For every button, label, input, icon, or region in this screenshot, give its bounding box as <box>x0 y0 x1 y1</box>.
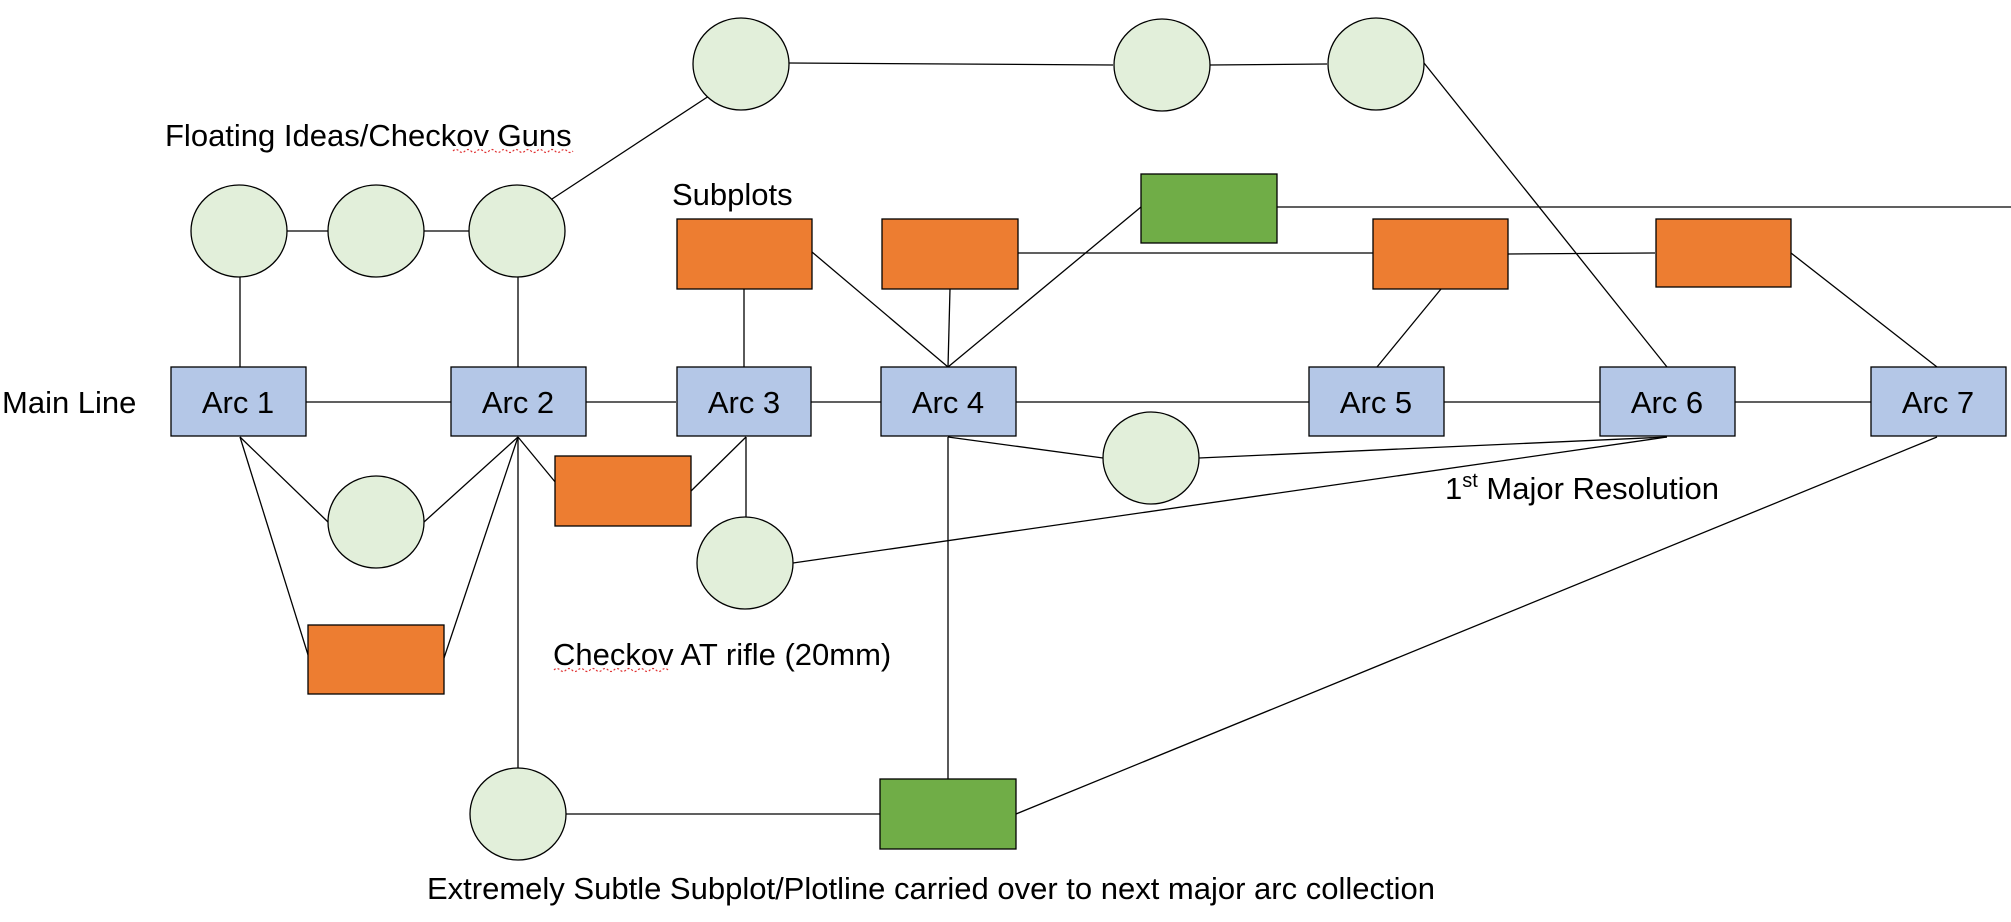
edge-subplot3-arc5 <box>1376 288 1442 368</box>
idea-node-floating-2 <box>327 184 425 278</box>
arc-node-5: Arc 5 <box>1308 366 1445 437</box>
idea-node-mid <box>1102 411 1200 505</box>
edges <box>239 62 2011 815</box>
arc-node-6: Arc 6 <box>1599 366 1736 437</box>
arc-node-1: Arc 1 <box>170 366 307 437</box>
edge-arc2-subplot6 <box>443 436 519 659</box>
edge-idea-mid-arc6 <box>1198 436 1668 459</box>
arc-node-label: Arc 6 <box>1631 385 1703 420</box>
arc-node-4: Arc 4 <box>880 366 1017 437</box>
annotations: Main Line Floating Ideas/Checkov Guns Su… <box>2 118 1719 906</box>
subplot-box-1 <box>676 218 813 290</box>
subplot-boxes <box>307 173 1792 850</box>
edge-arc4-idea-mid <box>947 436 1104 459</box>
edge-subplot1-arc4 <box>811 251 949 368</box>
edge-subplot2-arc4 <box>947 288 951 368</box>
edge-topidea3-arc6 <box>1423 62 1668 368</box>
checkov-rifle-label: Checkov AT rifle (20mm) <box>553 637 891 672</box>
idea-nodes <box>190 17 1425 861</box>
arc-node-label: Arc 5 <box>1340 385 1412 420</box>
subplot-box-6 <box>307 624 445 695</box>
edge-topidea1-topidea2 <box>788 62 1114 66</box>
edge-arc2-subplot5 <box>517 436 557 484</box>
edge-subplot4-arc7 <box>1790 252 1938 368</box>
edge-rifle-arc6 <box>792 436 1668 564</box>
arc-node-label: Arc 3 <box>708 385 780 420</box>
idea-node-floating-3 <box>468 184 566 278</box>
carryover-box-top <box>1140 173 1278 244</box>
major-resolution-superscript: st <box>1462 470 1478 492</box>
arc-node-2: Arc 2 <box>450 366 587 437</box>
subplot-box-5 <box>554 455 692 527</box>
arc-node-7: Arc 7 <box>1870 366 2007 437</box>
spellcheck-squiggle <box>553 667 669 673</box>
major-resolution-text: Major Resolution <box>1478 471 1719 506</box>
major-resolution-number: 1 <box>1445 471 1462 506</box>
subplot-box-3 <box>1372 218 1509 290</box>
edge-arc1-idea-low <box>239 436 329 523</box>
carryover-box-bottom <box>879 778 1017 850</box>
edge-arc1-subplot6 <box>239 436 310 659</box>
edge-greenbottom-arc7 <box>1015 436 1938 815</box>
edge-arc3-subplot5 <box>689 436 747 493</box>
arc-node-3: Arc 3 <box>676 366 812 437</box>
major-resolution-label: 1st Major Resolution <box>1445 470 1719 506</box>
spellcheck-squiggle <box>452 148 574 154</box>
idea-node-low <box>327 475 425 569</box>
arc-nodes: Arc 1 Arc 2 Arc 3 Arc 4 Arc 5 Arc 6 Arc … <box>170 366 2007 437</box>
arc-node-label: Arc 2 <box>482 385 554 420</box>
main-line-label: Main Line <box>2 385 136 420</box>
subplot-box-4 <box>1655 218 1792 288</box>
idea-node-floating-1 <box>190 184 288 278</box>
edge-subplot3-subplot4 <box>1507 252 1656 255</box>
subplots-label: Subplots <box>672 177 793 212</box>
idea-node-top-1 <box>692 17 790 111</box>
arc-node-label: Arc 1 <box>202 385 274 420</box>
arc-node-label: Arc 7 <box>1902 385 1974 420</box>
floating-ideas-label: Floating Ideas/Checkov Guns <box>165 118 572 153</box>
edge-arc2-idea-low <box>423 436 519 523</box>
idea-node-bottom <box>469 767 567 861</box>
arc-node-label: Arc 4 <box>912 385 984 420</box>
idea-node-top-3 <box>1327 17 1425 111</box>
edge-topidea2-topidea3 <box>1209 63 1328 66</box>
edge-idea3-topidea1 <box>551 93 713 200</box>
extremely-subtle-label: Extremely Subtle Subplot/Plotline carrie… <box>427 871 1435 906</box>
idea-node-top-2 <box>1113 18 1211 112</box>
idea-node-rifle <box>696 516 794 610</box>
subplot-box-2 <box>881 218 1019 290</box>
edge-arc4-greentop <box>947 206 1142 368</box>
